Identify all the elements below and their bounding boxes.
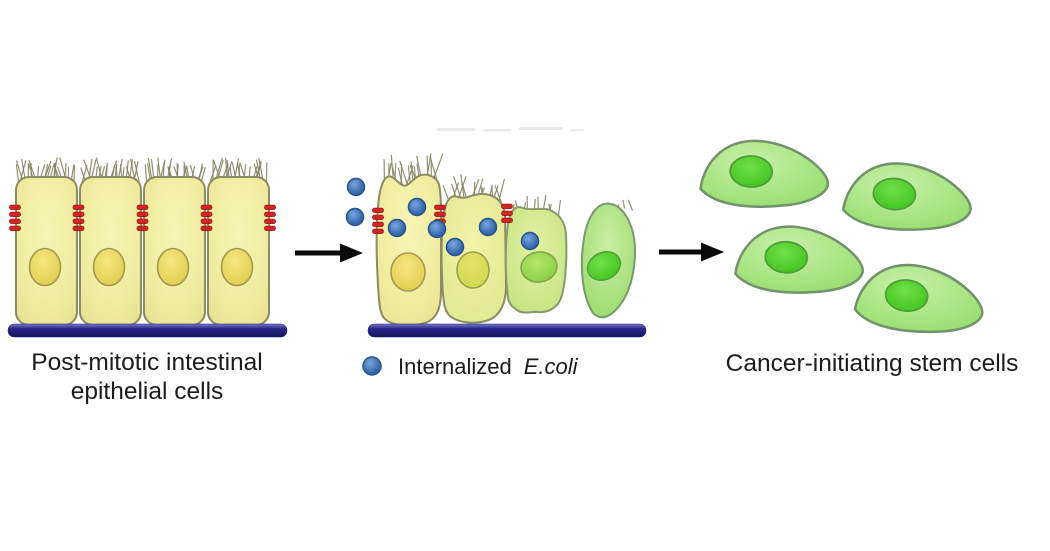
left-caption-line1: Post-mitotic intestinal — [31, 349, 262, 376]
nucleus — [390, 252, 426, 292]
left-caption-line2: epithelial cells — [71, 378, 224, 405]
arrow-right-icon — [295, 243, 363, 263]
nucleus — [92, 247, 126, 287]
panel-right-stem-cells: Cancer-initiating stem cells — [699, 139, 1019, 377]
ecoli-dots — [345, 177, 540, 257]
ecoli-dot — [478, 217, 498, 237]
legend-ecoli-dot — [362, 356, 382, 376]
nucleus — [28, 247, 62, 287]
stem-cell — [853, 263, 984, 334]
ecoli-dot — [520, 231, 540, 251]
stem-cell — [734, 225, 864, 294]
nucleus — [764, 240, 809, 274]
legend-text: Internalized E.coli — [398, 354, 579, 379]
panel-left-epithelium: Post-mitotic intestinal epithelial cells — [7, 176, 288, 405]
ecoli-dot — [427, 219, 447, 239]
epithelial-nuclei — [28, 247, 254, 287]
tight-junctions — [9, 204, 276, 231]
nucleus — [220, 247, 254, 287]
nucleus — [872, 177, 917, 211]
watermark-remnant — [437, 127, 584, 132]
basement-membrane — [367, 323, 647, 338]
basement-membrane — [7, 323, 288, 338]
ecoli-dot — [445, 237, 465, 257]
nucleus — [456, 251, 490, 289]
nucleus — [586, 251, 622, 281]
arrow-right-icon — [659, 242, 724, 262]
nucleus — [520, 251, 558, 283]
legend-label: Internalized — [398, 354, 512, 379]
stem-cells — [699, 139, 984, 334]
ecoli-dot — [387, 218, 407, 238]
ecoli-dot — [345, 207, 365, 227]
ecoli-dot — [407, 197, 427, 217]
stem-cell — [841, 162, 972, 231]
panel-middle-transition: Internalized E.coli — [345, 173, 647, 379]
legend: Internalized E.coli — [362, 354, 579, 379]
legend-organism: E.coli — [524, 354, 579, 379]
nucleus — [884, 279, 929, 313]
tight-junctions — [372, 203, 513, 234]
stem-cell — [699, 139, 830, 208]
nucleus — [156, 247, 190, 287]
right-caption: Cancer-initiating stem cells — [726, 350, 1019, 377]
nucleus — [729, 155, 774, 188]
ecoli-dot — [346, 177, 366, 197]
transition-cell-1 — [375, 173, 442, 327]
